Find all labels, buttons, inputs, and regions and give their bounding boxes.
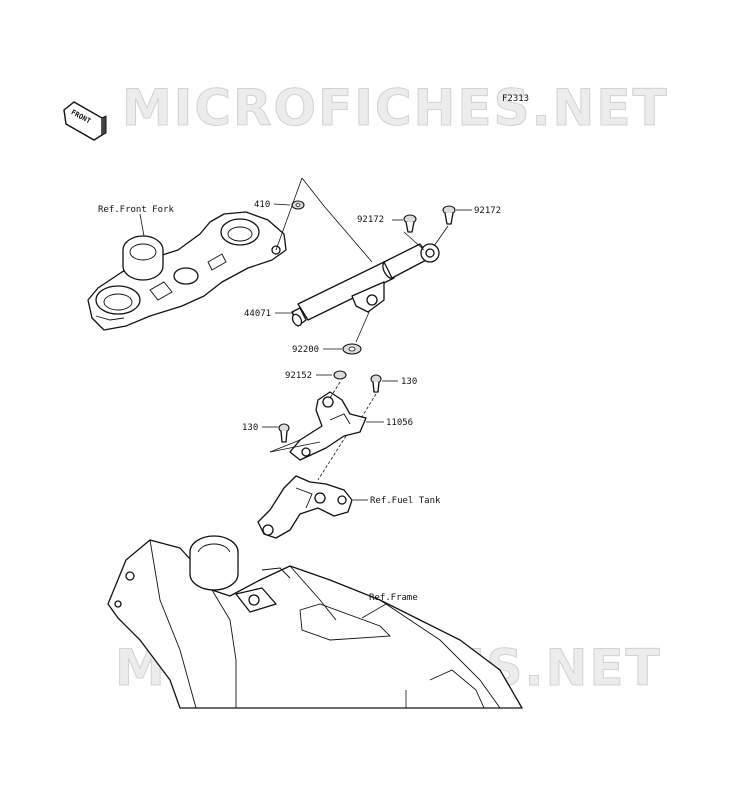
label-92172-right: 92172 bbox=[474, 206, 501, 216]
front-arrow-icon: FRONT bbox=[63, 101, 107, 141]
label-44071: 44071 bbox=[244, 309, 271, 319]
label-ref-front-fork: Ref.Front Fork bbox=[98, 205, 174, 215]
label-92172-left: 92172 bbox=[357, 215, 384, 225]
label-11056: 11056 bbox=[386, 418, 413, 428]
frame bbox=[107, 535, 523, 709]
watermark-top: MICROFICHES.NET bbox=[122, 79, 669, 137]
nut-92152 bbox=[333, 370, 347, 380]
label-92152: 92152 bbox=[285, 371, 312, 381]
label-ref-fuel-tank: Ref.Fuel Tank bbox=[370, 496, 441, 506]
bracket-11056 bbox=[289, 391, 367, 461]
label-92200: 92200 bbox=[292, 345, 319, 355]
fuel-tank-mount bbox=[257, 475, 353, 539]
bolt-130-left bbox=[278, 423, 290, 443]
label-410: 410 bbox=[254, 200, 270, 210]
bolt-92172-right bbox=[442, 205, 456, 225]
bolt-130-right bbox=[370, 374, 382, 393]
steering-damper bbox=[291, 225, 449, 327]
label-130-right: 130 bbox=[401, 377, 417, 387]
label-ref-frame: Ref.Frame bbox=[369, 593, 418, 603]
diagram-code: F2313 bbox=[502, 94, 529, 104]
bolt-92172-left bbox=[403, 214, 417, 233]
label-130-left: 130 bbox=[242, 423, 258, 433]
triple-clamp bbox=[87, 211, 287, 331]
